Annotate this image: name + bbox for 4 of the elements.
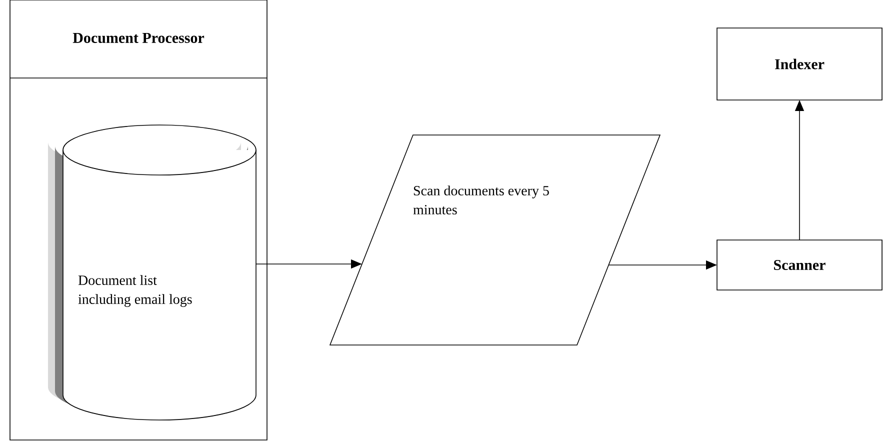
process-box: Indexer: [716, 28, 882, 100]
database-cylinder: Document list including email logs: [48, 124, 256, 420]
process-box: Scanner: [716, 240, 882, 290]
node-label: Document list including email logs: [78, 275, 192, 307]
